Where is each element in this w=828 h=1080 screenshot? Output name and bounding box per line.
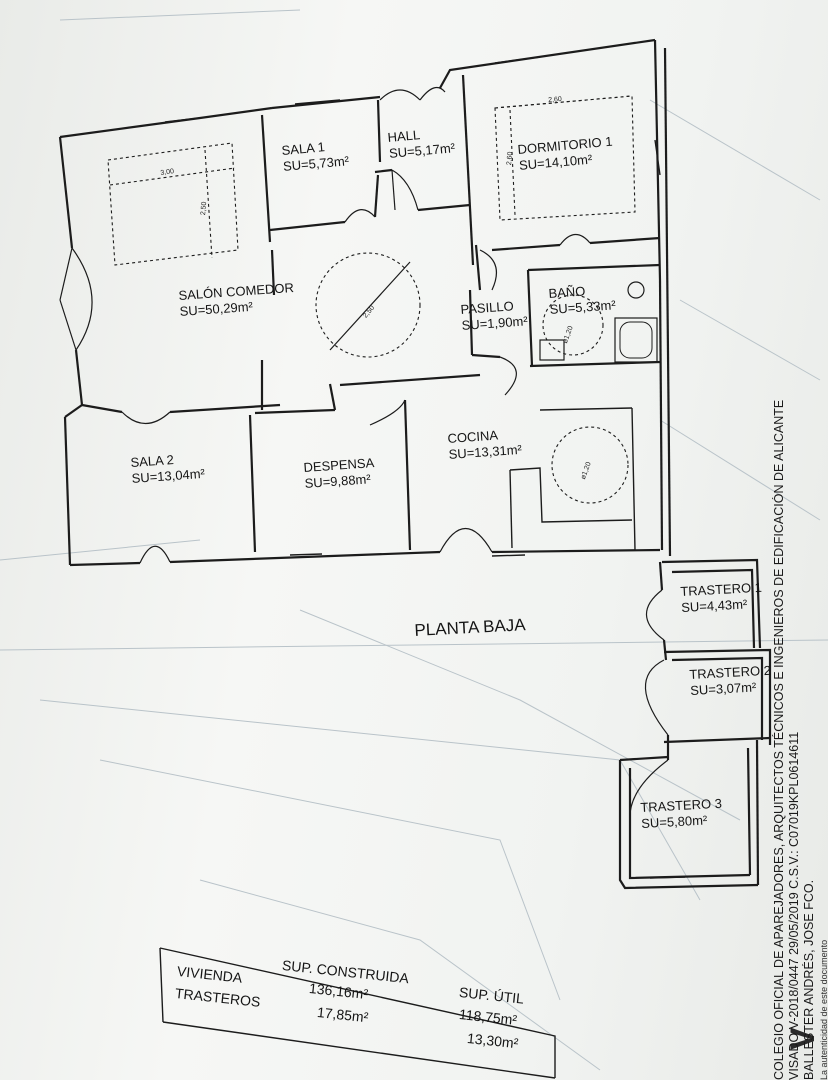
bathroom-fixtures — [539, 281, 658, 363]
interior-walls — [81, 74, 661, 553]
stamp-line-2: VISADO V-2018/0447 29/05/2019 C.S.V.: C0… — [787, 731, 801, 1080]
trastero-walls — [618, 558, 772, 890]
room-cocina: COCINA SU=13,31m² — [447, 426, 522, 463]
stamp-line-1: COLEGIO OFICIAL DE APAREJADORES, ARQUITE… — [772, 399, 786, 1080]
stamp-line-3: BALLESTER ANDRÉS, JOSE FCO. — [802, 879, 816, 1080]
windows — [164, 56, 686, 879]
room-bano: BAÑO SU=5,33m² — [548, 281, 616, 318]
summary-table-frame — [159, 947, 556, 1079]
dim-dorm-width: 2,60 — [548, 96, 563, 104]
room-sala-2: SALA 2 SU=13,04m² — [130, 450, 205, 487]
room-sala-1: SALA 1 SU=5,73m² — [281, 137, 350, 175]
room-trastero-3: TRASTERO 3 SU=5,80m² — [640, 796, 723, 832]
stamp-line-4: La autenticidad de este documento — [819, 939, 828, 1080]
dim-dorm-height: 2,60 — [506, 151, 515, 166]
room-trastero-1: TRASTERO 1 SU=4,43m² — [680, 580, 763, 616]
room-hall: HALL SU=5,17m² — [387, 124, 456, 162]
door-swings — [59, 86, 669, 821]
background-watermark — [0, 9, 828, 1071]
room-pasillo: PASILLO SU=1,90m² — [460, 297, 528, 334]
room-trastero-2: TRASTERO 2 SU=3,07m² — [689, 663, 772, 699]
furniture-outlines — [107, 95, 636, 504]
visa-stamp: COLEGIO OFICIAL DE APAREJADORES, ARQUITE… — [772, 0, 828, 1080]
dim-salon-height: 2,50 — [200, 201, 209, 216]
room-despensa: DESPENSA SU=9,88m² — [303, 455, 376, 492]
outer-walls — [58, 38, 672, 567]
